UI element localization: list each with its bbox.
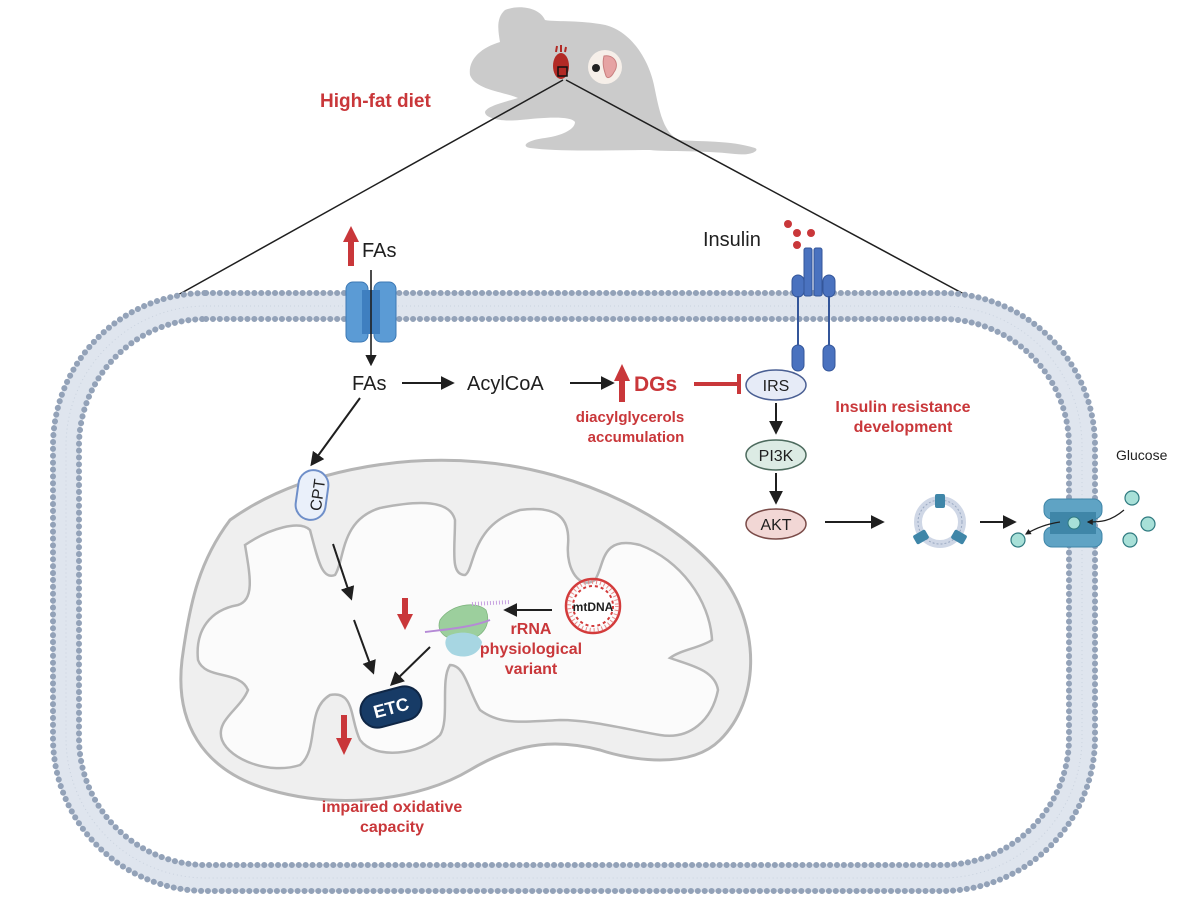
glut4-vesicle (913, 494, 967, 548)
pi3k-node: PI3K (745, 439, 807, 471)
glucose-molecules-icon (1010, 490, 1156, 548)
mitochondrion-inset-icon (588, 50, 622, 84)
irs-label: IRS (763, 378, 790, 395)
impaired-capacity-line-1: impaired oxidative (322, 799, 463, 816)
mtdna-label: mtDNA (573, 600, 614, 614)
cpt-arrow-1 (332, 543, 355, 601)
ribosome-to-etc-arrow (389, 646, 431, 686)
heart-icon (553, 45, 569, 79)
rrna-label-line-3: variant (505, 661, 558, 678)
glucose-entry-arrow (1024, 521, 1061, 535)
mitoribosome-icon (424, 600, 511, 657)
fas-to-cpt-arrow (310, 397, 361, 467)
dgs-caption-line-2: accumulation (588, 429, 685, 446)
dgs-increase-arrow-icon (614, 364, 630, 402)
insulin-resistance-line-1: Insulin resistance (835, 399, 970, 416)
insulin-label: Insulin (703, 229, 761, 251)
etc-complex: ETC (359, 685, 423, 729)
irs-node: IRS (745, 369, 807, 401)
fas-increase-arrow-icon (343, 226, 359, 266)
mtdna-icon: mtDNA (564, 577, 622, 635)
glucose-transporter (1043, 498, 1103, 548)
fas-outside-label: FAs (362, 240, 396, 262)
cell-membrane (50, 290, 1098, 894)
cpt-transporter: CPT (294, 469, 330, 521)
fatty-acid-transporter (345, 281, 397, 343)
akt-label: AKT (760, 517, 791, 534)
insulin-receptor (791, 247, 836, 372)
cpt-label: CPT (308, 478, 329, 512)
cpt-to-etc-arrow (353, 619, 376, 675)
glucose-influx-arrow (1086, 509, 1125, 525)
impaired-capacity-line-2: capacity (360, 819, 424, 836)
insulin-molecules-icon (784, 220, 815, 249)
akt-node: AKT (745, 508, 807, 540)
ribosome-decrease-arrow-icon (397, 598, 413, 630)
dgs-inhibition-line (694, 374, 741, 394)
high-fat-diet-label: High-fat diet (320, 91, 431, 112)
mouse-illustration (469, 7, 757, 155)
glucose-label: Glucose (1116, 447, 1168, 463)
acylcoa-label: AcylCoA (467, 373, 544, 395)
fas-inside-label: FAs (352, 373, 386, 395)
etc-decrease-arrow-icon (336, 715, 352, 755)
dgs-caption-line-1: diacylglycerols (576, 409, 684, 426)
dgs-label: DGs (634, 373, 677, 396)
zoom-lines (159, 79, 976, 306)
rrna-label-line-2: physiological (480, 641, 582, 658)
insulin-resistance-line-2: development (854, 419, 953, 436)
pi3k-label: PI3K (759, 448, 794, 465)
rrna-label-line-1: rRNA (511, 621, 552, 638)
